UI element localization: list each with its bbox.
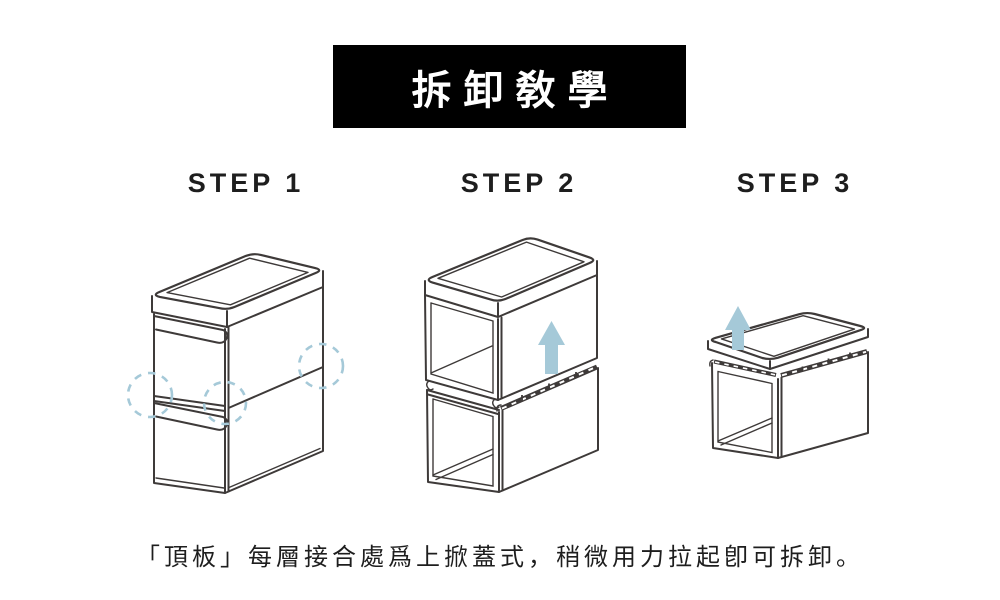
joint-rail bbox=[713, 349, 868, 378]
step-1-label: STEP 1 bbox=[187, 168, 305, 198]
up-arrow-icon bbox=[538, 321, 565, 374]
step-2-illustration bbox=[424, 237, 599, 493]
step-1-illustration bbox=[126, 253, 345, 494]
box-body bbox=[709, 349, 869, 459]
dashed-circle-front bbox=[202, 380, 248, 426]
lower-box bbox=[426, 364, 599, 493]
joint-highlight-circles bbox=[126, 342, 345, 426]
dashed-circle-right bbox=[297, 342, 345, 390]
instruction-caption: 「頂板」每層接合處爲上掀蓋式，稍微用力拉起卽可拆卸。 bbox=[136, 544, 864, 571]
step-3-label: STEP 3 bbox=[736, 168, 854, 198]
step-2-label: STEP 2 bbox=[460, 168, 578, 198]
dashed-circle-left bbox=[126, 371, 174, 419]
up-arrow-icon bbox=[725, 306, 751, 350]
top-panel bbox=[154, 253, 321, 310]
step-3-illustration bbox=[707, 306, 869, 459]
joint-rail bbox=[500, 364, 598, 411]
title-banner: 拆卸敎學 bbox=[333, 45, 686, 128]
top-panel bbox=[427, 237, 595, 302]
two-tier-box bbox=[151, 253, 324, 494]
lifted-top-panel bbox=[707, 311, 869, 370]
page-title: 拆卸敎學 bbox=[411, 68, 620, 113]
